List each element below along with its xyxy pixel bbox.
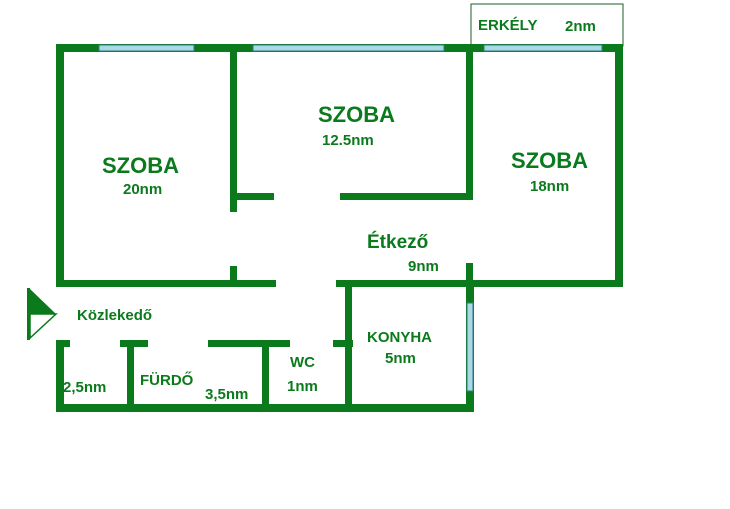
small-room-area: 2,5nm bbox=[63, 379, 106, 396]
wc-area: 1nm bbox=[287, 378, 318, 395]
room-right-area: 18nm bbox=[530, 178, 569, 195]
wall-middle-right-stub bbox=[466, 263, 473, 285]
wall-left-upper bbox=[56, 44, 64, 286]
window-left-room bbox=[98, 44, 195, 52]
wall-lower-top-1 bbox=[56, 340, 70, 347]
dining-area: 9nm bbox=[408, 258, 439, 275]
entrance-flag-icon bbox=[27, 288, 58, 340]
wall-left-middle-stub bbox=[230, 266, 237, 282]
bathroom-name: FÜRDŐ bbox=[140, 371, 194, 389]
room-left-area: 20nm bbox=[123, 181, 162, 198]
dining-name: Étkező bbox=[367, 231, 428, 253]
window-kitchen bbox=[466, 302, 474, 392]
room-right-name: SZOBA bbox=[511, 148, 588, 173]
wall-middle-right bbox=[466, 44, 473, 200]
bathroom-area: 3,5nm bbox=[205, 386, 248, 403]
wall-middle-bottom-right bbox=[340, 193, 473, 200]
wall-middle-bottom-left bbox=[230, 193, 274, 200]
hallway-name: Közlekedő bbox=[77, 307, 152, 324]
wall-left-lower bbox=[56, 340, 64, 412]
window-middle-room bbox=[252, 44, 445, 52]
room-left-name: SZOBA bbox=[102, 153, 179, 178]
wc-name: WC bbox=[290, 354, 315, 371]
wall-lower-div-2 bbox=[262, 340, 269, 412]
wall-left-middle bbox=[230, 44, 237, 212]
room-middle-name: SZOBA bbox=[318, 102, 395, 127]
wall-lower-div-3 bbox=[345, 280, 352, 412]
balcony-name: ERKÉLY bbox=[478, 17, 537, 34]
balcony-area: 2nm bbox=[565, 18, 596, 35]
wall-mid-right bbox=[336, 280, 623, 287]
wall-mid-left bbox=[56, 280, 276, 287]
wall-lower-div-1 bbox=[127, 340, 134, 412]
kitchen-area: 5nm bbox=[385, 350, 416, 367]
kitchen-name: KONYHA bbox=[367, 329, 432, 346]
wall-right-upper bbox=[615, 44, 623, 286]
wall-lower-top-3 bbox=[208, 340, 290, 347]
window-balcony bbox=[483, 44, 603, 52]
room-middle-area: 12.5nm bbox=[322, 132, 374, 149]
wall-lower-top-4 bbox=[333, 340, 353, 347]
